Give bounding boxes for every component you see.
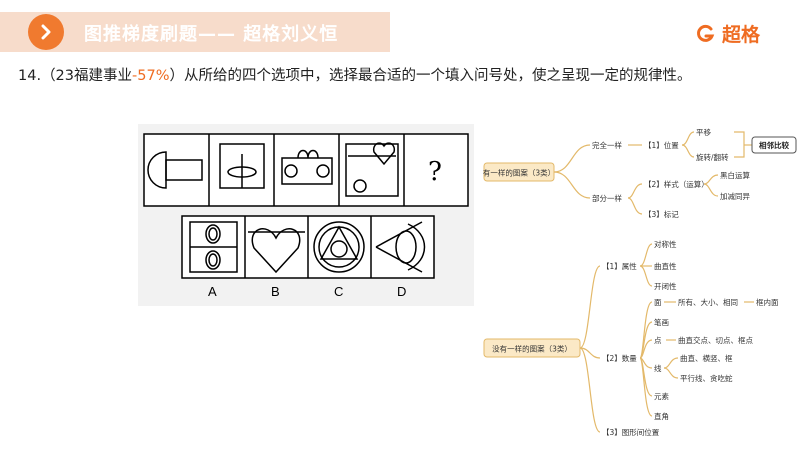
figure-5-question: ? [428, 157, 442, 187]
node-element: 元素 [654, 391, 669, 401]
node-symmetry: 对称性 [654, 239, 677, 249]
option-row [181, 215, 435, 279]
node-addsub: 加减同异 [720, 191, 750, 201]
node-line-detail-2: 平行线、贪吃蛇 [680, 373, 733, 383]
node-style: 【2】样式（运算） [644, 179, 709, 189]
option-labels: A B C D [208, 284, 406, 299]
brand-name: 超格 [721, 24, 760, 46]
node-line-detail-1: 曲直、横竖、框 [680, 353, 733, 363]
option-c-figure[interactable] [313, 221, 365, 273]
option-a-label: A [208, 284, 217, 299]
node-face-detail: 所有、大小、相同 [678, 297, 738, 307]
option-b-figure[interactable] [248, 228, 305, 274]
figure-3 [281, 149, 333, 185]
node-translate: 平移 [696, 127, 711, 137]
question-body: 从所给的四个选项中，选择最合适的一个填入问号处，使之呈现一定的规律性。 [183, 68, 692, 84]
node-point: 点 [654, 336, 662, 345]
node-count: 【2】数量 [602, 353, 637, 363]
node-angle: 直角 [654, 411, 669, 421]
node-open: 开闭性 [654, 281, 677, 291]
svg-text:有一样的图案（3类）: 有一样的图案（3类） [483, 168, 555, 178]
title-banner [0, 12, 390, 52]
brand-logo: 超格 [696, 20, 760, 47]
option-c-label: C [334, 284, 343, 299]
option-d-figure[interactable] [375, 221, 426, 273]
node-stroke: 笔画 [654, 317, 669, 327]
node-same-root [483, 162, 555, 182]
question-text: 14.（23福建事业-57%）从所给的四个选项中，选择最合适的一个填入问号处，使… [18, 68, 692, 84]
svg-text:相邻比较: 相邻比较 [759, 140, 789, 150]
figure-1 [147, 151, 203, 189]
mind-map: 有一样的图案（3类） 没有一样的图案（3类） 相邻比较 完全一样 【1】位置 平… [482, 110, 800, 448]
node-attr: 【1】属性 [602, 261, 637, 271]
svg-text:没有一样的图案（3类）: 没有一样的图案（3类） [492, 344, 572, 354]
node-full: 完全一样 [592, 140, 622, 150]
node-curve: 曲直性 [654, 261, 677, 271]
question-row: ? [143, 133, 469, 207]
page-title: 图推梯度刷题—— 超格刘义恒 [84, 24, 339, 45]
option-d-label: D [397, 284, 406, 299]
node-face-inner: 框内面 [756, 297, 779, 307]
puzzle-figure: ? [138, 124, 474, 306]
chevron-right-icon [28, 14, 64, 50]
svg-text:?: ? [428, 157, 442, 187]
option-a-figure[interactable] [189, 221, 238, 273]
figure-4 [345, 142, 399, 197]
node-position: 【1】位置 [644, 140, 679, 150]
node-bw: 黑白运算 [720, 170, 750, 180]
header-bar: 图推梯度刷题—— 超格刘义恒 超格 [0, 0, 800, 56]
node-rotate: 旋转/翻转 [696, 152, 729, 162]
brand-g-icon [697, 24, 715, 42]
option-b-label: B [271, 284, 280, 299]
correct-rate: -57% [132, 68, 170, 84]
node-point-detail: 曲直交点、切点、框点 [678, 335, 753, 345]
node-partial: 部分一样 [592, 193, 622, 203]
question-number: 14. [18, 68, 42, 84]
node-face: 面 [654, 298, 662, 307]
node-diff-root [483, 338, 581, 358]
node-mark: 【3】标记 [644, 209, 679, 219]
node-line: 线 [654, 363, 662, 373]
node-compare [751, 136, 797, 154]
figure-2 [219, 143, 265, 189]
node-relation: 【3】图形间位置 [602, 427, 660, 437]
question-source: （23福建事业 [41, 68, 133, 84]
